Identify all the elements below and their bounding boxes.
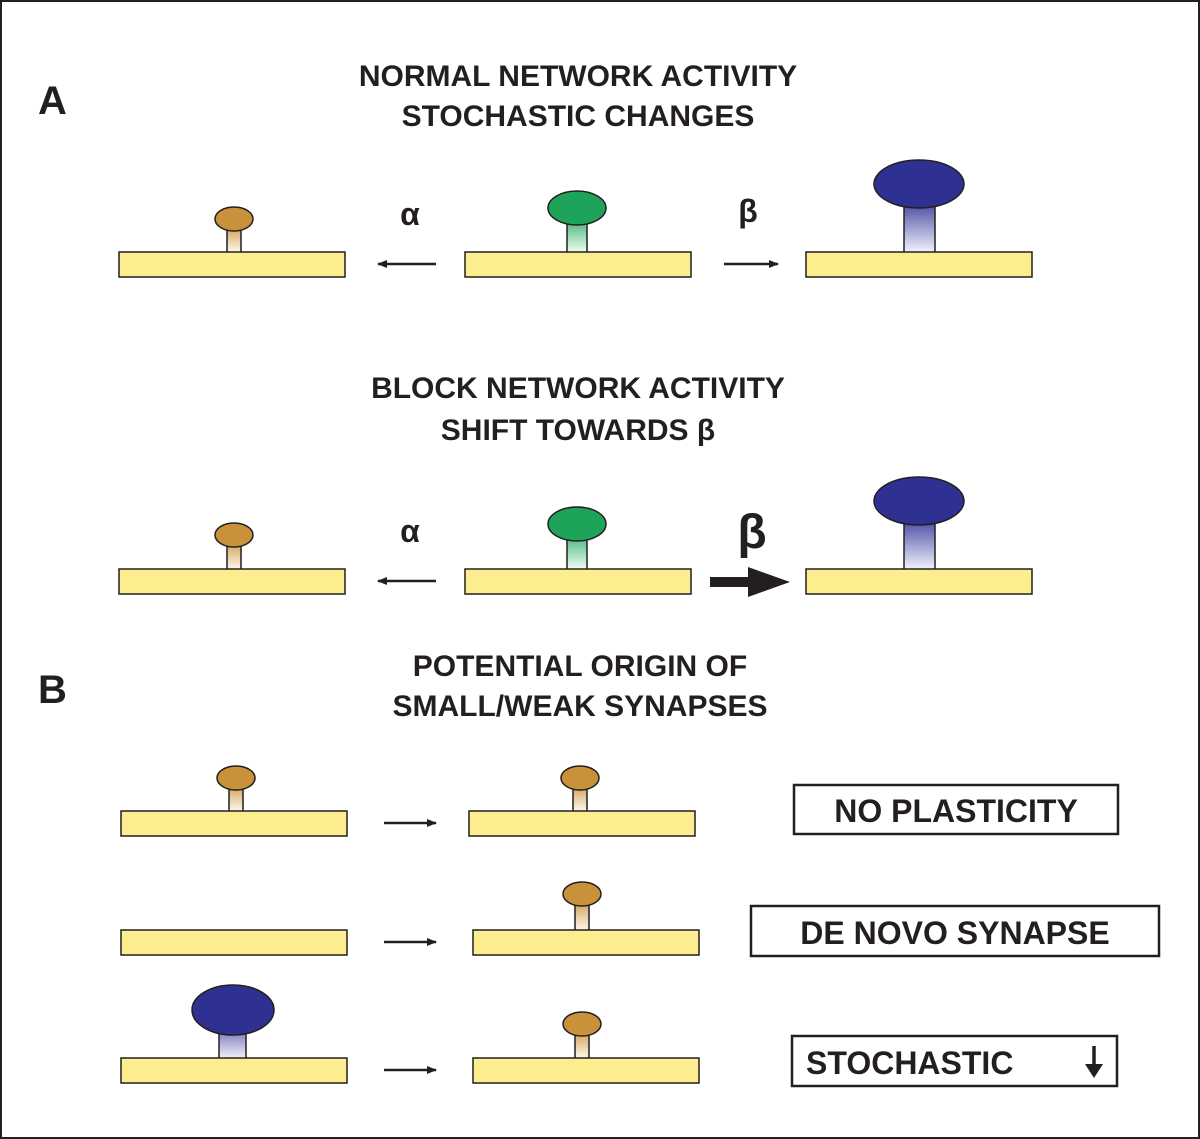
medium-spine-head [547,506,607,542]
panel-b-title-line2: SMALL/WEAK SYNAPSES [392,690,767,723]
b-row2-before-dendrite [120,929,348,956]
down-arrow-icon [1085,1046,1103,1078]
small-spine-head [562,881,602,907]
beta-label-large: β [737,506,766,559]
row1-small-synapse [118,206,346,278]
dendrite-shaft [805,568,1033,595]
no-plasticity-label-box: NO PLASTICITY [792,783,1120,836]
b-row3-before-synapse [120,984,348,1084]
dendrite-shaft [118,251,346,278]
b-row2-after-synapse [472,881,700,956]
label-box-frame [749,904,1161,958]
small-spine-head [562,1011,602,1037]
row1-large-synapse [805,159,1033,278]
panel-b-title-line1: POTENTIAL ORIGIN OF [413,650,747,683]
large-spine-head [873,159,965,209]
beta-label: β [738,193,758,229]
alpha-label: α [400,196,420,232]
panel-a-letter: A [38,79,67,123]
dendrite-shaft [472,929,700,956]
dendrite-shaft [464,568,692,595]
alpha-label: α [400,513,420,549]
dendrite-shaft [120,1057,348,1084]
large-spine-head [191,984,275,1036]
section1-title-line1: NORMAL NETWORK ACTIVITY [359,60,797,93]
stochastic-label-box: STOCHASTIC [790,1034,1119,1088]
dendrite-shaft [120,929,348,956]
row2-medium-synapse [464,506,692,595]
row2-large-synapse [805,476,1033,595]
dendrite-shaft [464,251,692,278]
small-spine-head [560,765,600,791]
small-spine-head [214,206,254,232]
b-row1-before-synapse [120,765,348,837]
section2-title-line2: SHIFT TOWARDS β [441,414,715,447]
dendrite-shaft [118,568,346,595]
panel-b-letter: B [38,668,67,712]
de-novo-label-box: DE NOVO SYNAPSE [749,904,1161,958]
medium-spine-head [547,190,607,226]
section1-title-line2: STOCHASTIC CHANGES [402,100,755,133]
b-row3-after-synapse [472,1011,700,1084]
large-spine-head [873,476,965,526]
label-box-frame [790,1034,1119,1088]
label-box-frame [792,783,1120,836]
bold-right-arrow [710,567,790,597]
stochastic-label: STOCHASTIC [806,1045,1013,1081]
section2-title-line1: BLOCK NETWORK ACTIVITY [371,372,785,405]
dendrite-shaft [472,1057,700,1084]
row2-small-synapse [118,522,346,595]
dendrite-shaft [805,251,1033,278]
dendrite-shaft [120,810,348,837]
b-row1-after-synapse [468,765,696,837]
dendrite-shaft [468,810,696,837]
no-plasticity-label: NO PLASTICITY [834,793,1078,829]
de-novo-synapse-label: DE NOVO SYNAPSE [800,915,1109,951]
small-spine-head [214,522,254,548]
row1-medium-synapse [464,190,692,278]
small-spine-head [216,765,256,791]
